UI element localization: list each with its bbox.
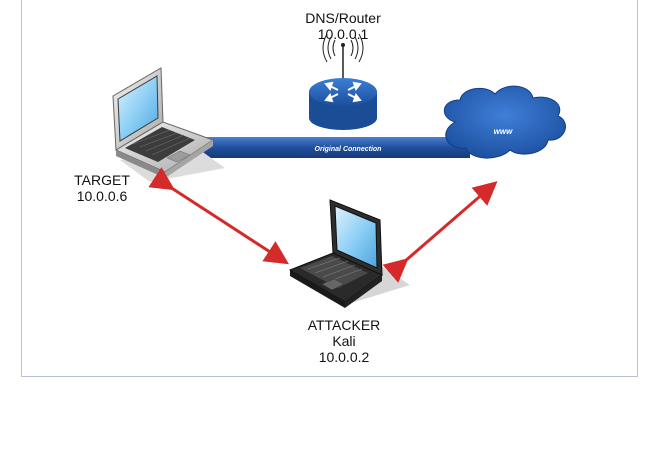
mitm-arrow-target (148, 167, 290, 265)
router-label: DNS/Router 10.0.0.1 (283, 10, 403, 42)
target-ip: 10.0.0.6 (76, 188, 128, 204)
target-name: TARGET (74, 172, 130, 188)
diagram-frame (21, 0, 638, 377)
attacker-laptop-icon (288, 199, 410, 308)
mitm-arrow-internet (382, 181, 498, 283)
router-icon (309, 33, 377, 130)
original-connection-label: Original Connection (315, 146, 382, 153)
router-name: DNS/Router (305, 10, 381, 26)
cloud-icon (443, 85, 566, 159)
router-ip: 10.0.0.1 (317, 26, 369, 42)
attacker-name: ATTACKER (307, 317, 381, 333)
attacker-ip: 10.0.0.2 (318, 349, 370, 365)
target-laptop-icon (112, 67, 225, 182)
attacker-label: ATTACKER Kali 10.0.0.2 (284, 317, 404, 365)
target-label: TARGET 10.0.0.6 (42, 172, 162, 204)
cloud-label: www (494, 127, 513, 136)
attacker-os: Kali (332, 333, 356, 349)
